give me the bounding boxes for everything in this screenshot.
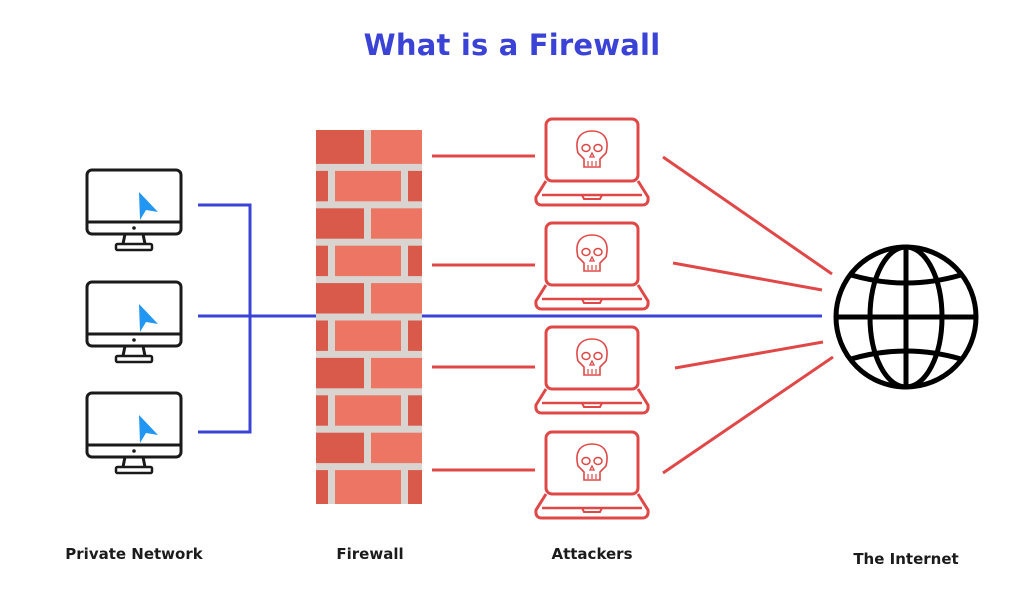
skull-nose xyxy=(588,464,596,471)
monitor-neck xyxy=(121,456,147,468)
globe-latitude xyxy=(850,348,962,362)
laptop-trackpad-notch xyxy=(581,507,603,513)
skull-nose xyxy=(588,255,596,262)
attacker-laptop-icon-1 xyxy=(534,117,650,207)
skull-teeth xyxy=(587,369,597,374)
skull-icon xyxy=(576,130,608,168)
desktop-computer-icon-2 xyxy=(85,280,183,364)
laptop-base xyxy=(534,388,650,415)
brick xyxy=(316,357,364,389)
skull-eye xyxy=(593,351,603,361)
brick xyxy=(316,245,328,277)
globe-icon xyxy=(833,244,979,390)
monitor-neck xyxy=(121,233,147,245)
attacker-laptop-icon-3 xyxy=(534,325,650,415)
laptop-trackpad-notch xyxy=(581,402,603,408)
connection-lines xyxy=(198,154,834,475)
cursor-icon xyxy=(139,304,158,332)
skull-nose xyxy=(588,151,596,158)
skull-eye xyxy=(581,351,591,361)
attacker-laptop-icon-4 xyxy=(534,430,650,520)
power-led xyxy=(132,226,136,230)
label-firewall: Firewall xyxy=(336,545,404,563)
skull-outline xyxy=(576,130,608,168)
power-led xyxy=(132,449,136,453)
attacker-internet-line-4 xyxy=(662,355,834,475)
monitor-stand xyxy=(114,242,154,252)
brick xyxy=(316,208,364,239)
skull-outline xyxy=(576,234,608,272)
skull-icon xyxy=(576,443,608,481)
laptop-base xyxy=(534,284,650,311)
skull-icon xyxy=(576,338,608,376)
desktop-computer-icon-3 xyxy=(85,391,183,475)
brick xyxy=(316,320,328,351)
brick xyxy=(408,395,422,426)
network-bus-line xyxy=(198,203,252,434)
brick xyxy=(316,283,364,314)
skull-eye xyxy=(581,143,591,153)
monitor-stand xyxy=(114,354,154,364)
skull-icon xyxy=(576,234,608,272)
laptop-screen xyxy=(544,117,640,183)
skull-eye xyxy=(581,247,591,257)
brick xyxy=(408,245,422,277)
cursor-icon xyxy=(139,192,158,220)
monitor-frame xyxy=(85,391,183,459)
brick xyxy=(335,320,401,351)
skull-eye xyxy=(593,456,603,466)
diagram-title: What is a Firewall xyxy=(363,28,661,62)
laptop-trackpad-notch xyxy=(581,298,603,304)
skull-teeth xyxy=(587,161,597,166)
brick xyxy=(371,283,422,314)
brick-wall-icon xyxy=(316,130,422,504)
brick xyxy=(316,395,328,426)
skull-eye xyxy=(593,247,603,257)
brick xyxy=(371,130,422,164)
brick xyxy=(335,170,401,202)
laptop-screen xyxy=(544,221,640,287)
brick xyxy=(316,130,364,164)
skull-outline xyxy=(576,338,608,376)
brick xyxy=(335,470,401,504)
brick xyxy=(408,320,422,351)
attacker-internet-line-2 xyxy=(672,261,823,292)
label-the-internet: The Internet xyxy=(853,550,959,568)
skull-eye xyxy=(581,456,591,466)
laptop-screen xyxy=(544,430,640,496)
laptop-screen xyxy=(544,325,640,391)
monitor-frame xyxy=(85,168,183,236)
brick xyxy=(316,432,364,464)
attacker-laptop-icon-2 xyxy=(534,221,650,311)
power-led xyxy=(132,338,136,342)
skull-teeth xyxy=(587,474,597,479)
laptop-base xyxy=(534,493,650,520)
attacker-internet-line-1 xyxy=(662,155,833,276)
cursor-icon xyxy=(139,415,158,443)
brick xyxy=(408,470,422,504)
monitor-neck xyxy=(121,345,147,357)
desktop-computer-icon-1 xyxy=(85,168,183,252)
attacker-internet-line-3 xyxy=(674,340,824,370)
brick xyxy=(371,208,422,239)
brick xyxy=(316,470,328,504)
skull-eye xyxy=(593,143,603,153)
brick xyxy=(316,170,328,202)
brick xyxy=(335,245,401,277)
skull-teeth xyxy=(587,265,597,270)
monitor-frame xyxy=(85,280,183,348)
brick xyxy=(371,357,422,389)
monitor-stand xyxy=(114,465,154,475)
brick xyxy=(335,395,401,426)
globe-latitude xyxy=(850,272,962,286)
label-attackers: Attackers xyxy=(551,545,633,563)
label-private-network: Private Network xyxy=(65,545,203,563)
laptop-base xyxy=(534,180,650,207)
laptop-trackpad-notch xyxy=(581,194,603,200)
brick xyxy=(371,432,422,464)
brick xyxy=(408,170,422,202)
skull-nose xyxy=(588,359,596,366)
skull-outline xyxy=(576,443,608,481)
